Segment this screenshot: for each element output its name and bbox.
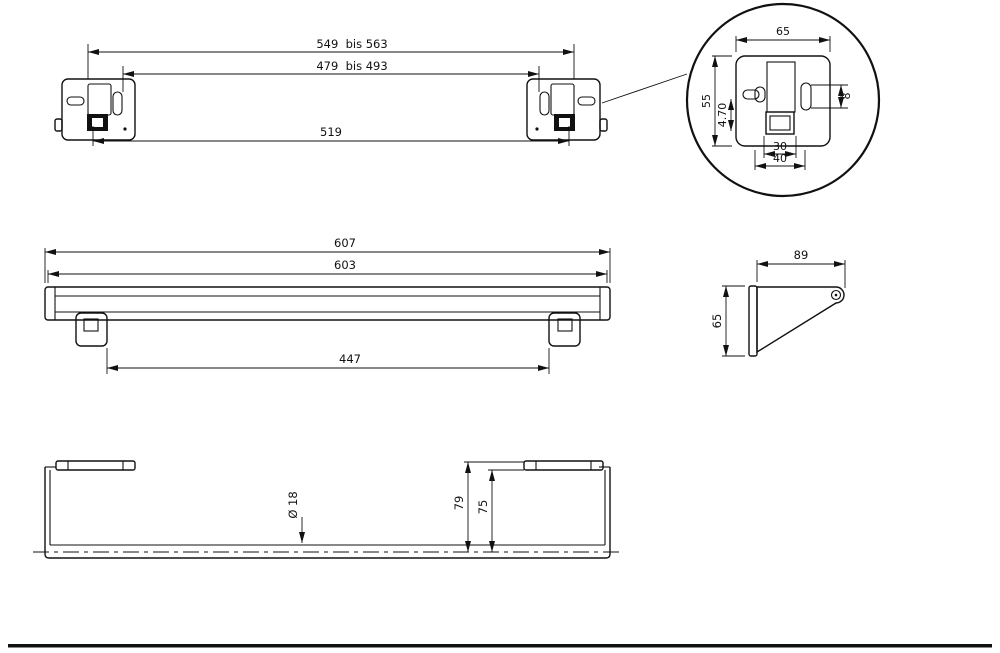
dim-label-detail-hole: 30: [773, 140, 787, 153]
bracket-square-hole-inner: [92, 118, 103, 127]
dim-label-edge-height: 75: [476, 500, 490, 515]
mount-pad-right: [523, 460, 604, 471]
side-wall-plate: [748, 285, 758, 357]
dim-label-pad-height: 79: [452, 496, 466, 511]
side-pivot-center: [834, 293, 838, 297]
dim-label-body: 603: [334, 258, 356, 272]
detail-slot-vertical: [800, 82, 812, 111]
detail-plate: [735, 55, 831, 147]
bracket-slot-vertical: [112, 91, 123, 116]
rail-body: [44, 286, 611, 321]
dim-label-inner-range: 479 bis 493: [316, 59, 387, 73]
detail-slot-horizontal: [742, 89, 760, 100]
mount-pad-left: [55, 460, 136, 471]
hook-left-notch: [83, 318, 99, 332]
top-view: 549 bis 563 479 bis 493 519: [54, 37, 688, 146]
detail-circle: [685, 2, 881, 198]
detail-square-inner: [769, 115, 791, 131]
detail-slot-link: [754, 86, 766, 103]
front-view: 607 603 447: [44, 236, 611, 374]
dim-label-detail-pitch: 40: [773, 152, 787, 165]
hook-right-notch: [557, 318, 573, 332]
dim-label-depth: 89: [794, 248, 809, 262]
dim-label-width: 519: [320, 125, 342, 139]
dim-label-detail-height: 55: [700, 94, 713, 108]
dim-label-side-height: 65: [710, 314, 724, 329]
detail-view: 65 55 4.70 8 30 40: [685, 2, 881, 198]
detail-square-outer: [765, 111, 795, 135]
bracket-slot-horizontal: [66, 96, 85, 106]
detail-cutout: [766, 61, 796, 113]
hook-left: [75, 312, 108, 347]
bracket-pin: [123, 127, 127, 131]
dim-label-detail-offset: 4.70: [716, 103, 729, 128]
side-pivot-hole: [830, 289, 842, 301]
hook-right: [548, 312, 581, 347]
section-view: Ø 18 79 75: [33, 460, 622, 559]
detail-leader-line: [601, 73, 688, 104]
dim-label-total: 607: [334, 236, 356, 250]
dim-label-outer-range: 549 bis 563: [316, 37, 387, 51]
side-view: 89 65: [710, 248, 846, 357]
dim-label-detail-slot: 8: [840, 93, 853, 100]
dim-label-diameter: Ø 18: [286, 491, 300, 518]
channel-outline: [44, 467, 611, 559]
bracket-side-tab: [54, 118, 63, 132]
bracket-cutout: [87, 83, 112, 116]
dim-label-span: 447: [339, 352, 361, 366]
side-arm: [756, 286, 845, 354]
bottom-rule: [8, 644, 992, 648]
dim-label-detail-width: 65: [776, 25, 790, 38]
